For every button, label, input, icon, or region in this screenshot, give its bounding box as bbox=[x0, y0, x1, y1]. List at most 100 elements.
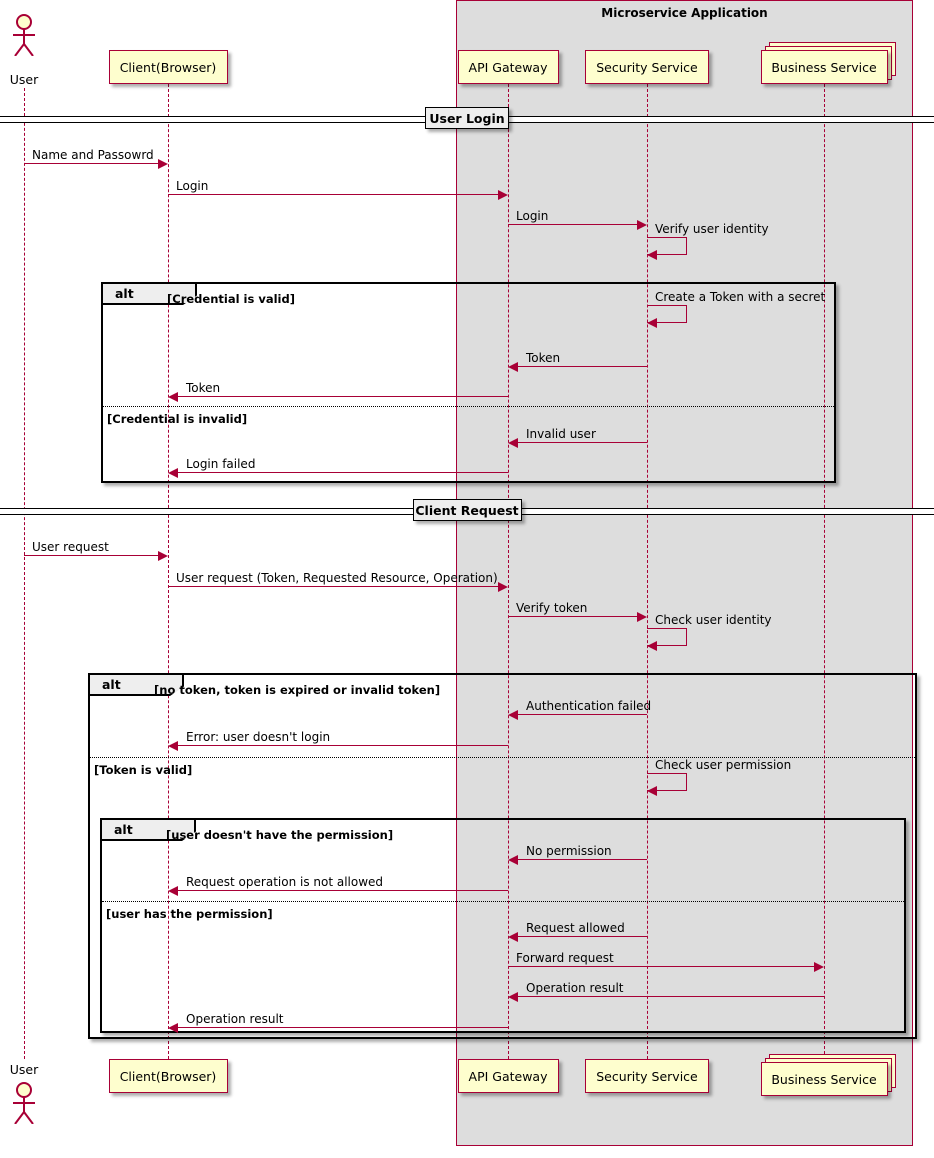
message-line-0 bbox=[24, 163, 159, 164]
message-label-15: Check user permission bbox=[655, 758, 792, 772]
message-line-20 bbox=[517, 996, 824, 997]
participant-box-security[interactable]: Security Service bbox=[585, 1059, 709, 1093]
arrowhead-5 bbox=[508, 362, 518, 372]
frame-condition-alt-permission-0: [user doesn't have the permission] bbox=[166, 828, 394, 842]
message-line-10 bbox=[168, 586, 499, 587]
lifeline-security bbox=[647, 84, 648, 1059]
message-line-1 bbox=[168, 194, 499, 195]
message-label-3: Verify user identity bbox=[655, 222, 769, 236]
arrowhead-6 bbox=[168, 392, 178, 402]
frame-tag-alt-token: alt bbox=[90, 675, 184, 696]
message-line-13 bbox=[517, 714, 647, 715]
message-line-9 bbox=[24, 555, 159, 556]
message-label-19: Forward request bbox=[516, 951, 614, 965]
message-label-16: No permission bbox=[526, 844, 612, 858]
message-label-14: Error: user doesn't login bbox=[186, 730, 331, 744]
arrowhead-4 bbox=[647, 318, 657, 328]
message-label-9: User request bbox=[32, 540, 109, 554]
self-message-loop-15 bbox=[647, 773, 687, 791]
frame-tag-alt-login: alt bbox=[103, 284, 197, 305]
message-line-17 bbox=[177, 890, 508, 891]
arrowhead-10 bbox=[498, 582, 508, 592]
message-label-12: Check user identity bbox=[655, 613, 772, 627]
frame-condition-alt-login-0: [Credential is valid] bbox=[167, 292, 295, 306]
self-message-loop-3 bbox=[647, 237, 687, 255]
actor-figure-user bbox=[13, 1082, 35, 1124]
arrowhead-19 bbox=[814, 962, 824, 972]
message-label-21: Operation result bbox=[186, 1012, 284, 1026]
actor-figure-user bbox=[13, 14, 35, 56]
arrowhead-21 bbox=[168, 1023, 178, 1033]
actor-label-user: User bbox=[9, 1062, 39, 1077]
message-label-7: Invalid user bbox=[526, 427, 596, 441]
participant-box-security[interactable]: Security Service bbox=[585, 50, 709, 84]
arrowhead-18 bbox=[508, 932, 518, 942]
arrowhead-16 bbox=[508, 855, 518, 865]
lifeline-client bbox=[168, 84, 169, 1059]
frame-condition-alt-login-1: [Credential is invalid] bbox=[107, 412, 248, 426]
message-label-6: Token bbox=[186, 381, 221, 395]
message-line-8 bbox=[177, 472, 508, 473]
message-line-21 bbox=[177, 1027, 508, 1028]
frame-separator-alt-login-1 bbox=[103, 406, 834, 407]
message-label-1: Login bbox=[176, 179, 209, 193]
message-label-20: Operation result bbox=[526, 981, 624, 995]
participant-box-business[interactable]: Business Service bbox=[760, 50, 888, 84]
arrowhead-1 bbox=[498, 190, 508, 200]
message-label-10: User request (Token, Requested Resource,… bbox=[176, 571, 498, 585]
message-label-17: Request operation is not allowed bbox=[186, 875, 384, 889]
arrowhead-17 bbox=[168, 886, 178, 896]
message-label-5: Token bbox=[526, 351, 561, 365]
message-line-14 bbox=[177, 745, 508, 746]
message-label-0: Name and Passowrd bbox=[32, 148, 154, 162]
frame-alt-token: alt bbox=[88, 673, 917, 1039]
group-title: Microservice Application bbox=[601, 6, 768, 20]
frame-condition-alt-token-1: [Token is valid] bbox=[94, 763, 193, 777]
divider-label-1: Client Request bbox=[412, 499, 522, 521]
arrowhead-12 bbox=[647, 641, 657, 651]
frame-separator-alt-permission-1 bbox=[102, 901, 904, 902]
lifeline-user bbox=[24, 88, 25, 1059]
group-microservice-application bbox=[456, 0, 913, 1146]
arrowhead-8 bbox=[168, 468, 178, 478]
arrowhead-3 bbox=[647, 250, 657, 260]
message-line-2 bbox=[508, 224, 638, 225]
arrowhead-20 bbox=[508, 992, 518, 1002]
participant-box-client[interactable]: Client(Browser) bbox=[108, 50, 228, 84]
participant-box-client[interactable]: Client(Browser) bbox=[108, 1059, 228, 1093]
lifeline-business bbox=[824, 84, 825, 1059]
message-label-11: Verify token bbox=[516, 601, 588, 615]
frame-alt-permission: alt bbox=[100, 818, 906, 1033]
message-line-11 bbox=[508, 616, 638, 617]
message-line-7 bbox=[517, 442, 647, 443]
arrowhead-2 bbox=[637, 220, 647, 230]
message-label-4: Create a Token with a secret bbox=[655, 290, 826, 304]
message-label-13: Authentication failed bbox=[526, 699, 652, 713]
arrowhead-7 bbox=[508, 438, 518, 448]
frame-condition-alt-token-0: [no token, token is expired or invalid t… bbox=[154, 683, 441, 697]
participant-box-business[interactable]: Business Service bbox=[760, 1062, 888, 1096]
frame-condition-alt-permission-1: [user has the permission] bbox=[106, 907, 273, 921]
frame-alt-login: alt bbox=[101, 282, 836, 483]
message-line-6 bbox=[177, 396, 508, 397]
arrowhead-14 bbox=[168, 741, 178, 751]
message-line-16 bbox=[517, 859, 647, 860]
divider-label-0: User Login bbox=[425, 107, 509, 129]
arrowhead-13 bbox=[508, 710, 518, 720]
participant-box-gateway[interactable]: API Gateway bbox=[457, 50, 559, 84]
frame-tag-alt-permission: alt bbox=[102, 820, 196, 841]
arrowhead-11 bbox=[637, 612, 647, 622]
message-label-18: Request allowed bbox=[526, 921, 625, 935]
lifeline-gateway bbox=[508, 84, 509, 1059]
frame-separator-alt-token-1 bbox=[90, 757, 915, 758]
message-line-5 bbox=[517, 366, 647, 367]
message-line-19 bbox=[508, 966, 815, 967]
actor-label-user: User bbox=[9, 72, 39, 87]
participant-box-gateway[interactable]: API Gateway bbox=[457, 1059, 559, 1093]
arrowhead-15 bbox=[647, 786, 657, 796]
self-message-loop-12 bbox=[647, 628, 687, 646]
message-label-2: Login bbox=[516, 209, 549, 223]
arrowhead-9 bbox=[158, 551, 168, 561]
message-label-8: Login failed bbox=[186, 457, 256, 471]
